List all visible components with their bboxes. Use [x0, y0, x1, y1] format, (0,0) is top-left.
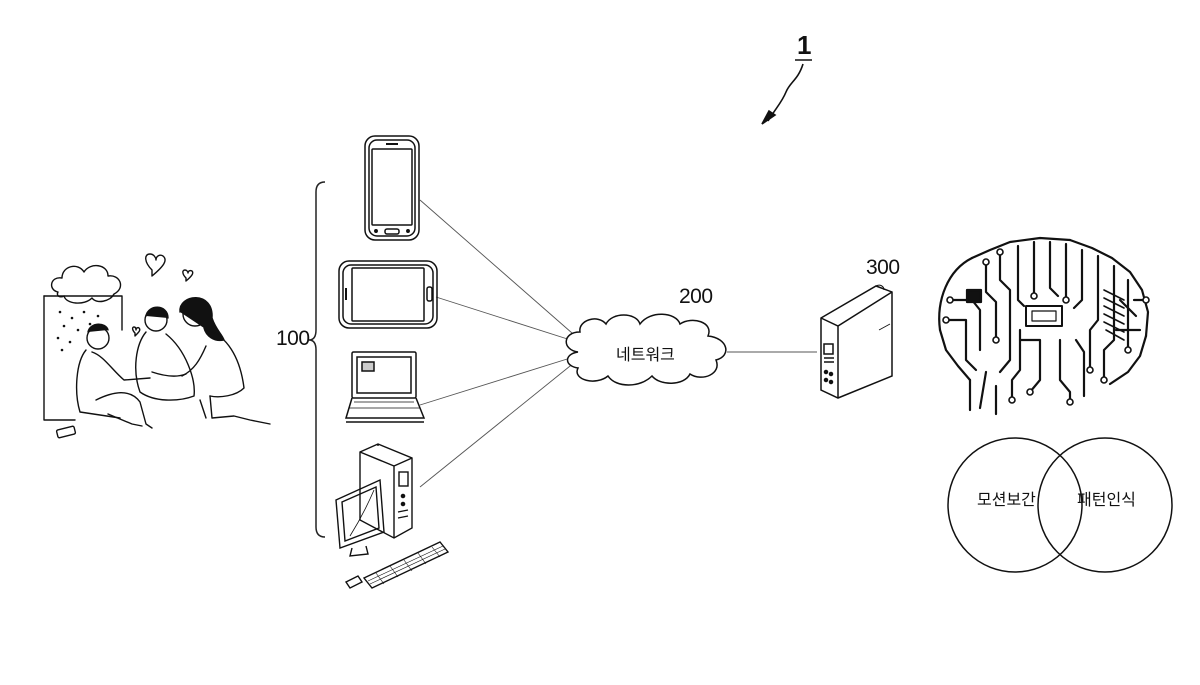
laptop-icon	[346, 352, 424, 422]
tablet-icon	[339, 261, 437, 328]
device-group-label: 100	[276, 327, 310, 351]
reference-arrow	[762, 60, 812, 124]
system-reference-label: 1	[797, 30, 811, 61]
scene-people-icon	[44, 254, 270, 438]
network-reference-label: 200	[679, 285, 713, 309]
network-text: 네트워크	[616, 341, 675, 365]
server-icon	[821, 285, 892, 398]
smartphone-icon	[365, 136, 419, 240]
server-reference-label: 300	[866, 256, 900, 280]
venn-left-label: 모션보간	[977, 486, 1036, 510]
brain-circuit-icon	[939, 238, 1149, 414]
device-group-bracket	[309, 182, 325, 537]
desktop-computer-icon	[336, 444, 448, 588]
venn-right-label: 패턴인식	[1077, 486, 1136, 510]
